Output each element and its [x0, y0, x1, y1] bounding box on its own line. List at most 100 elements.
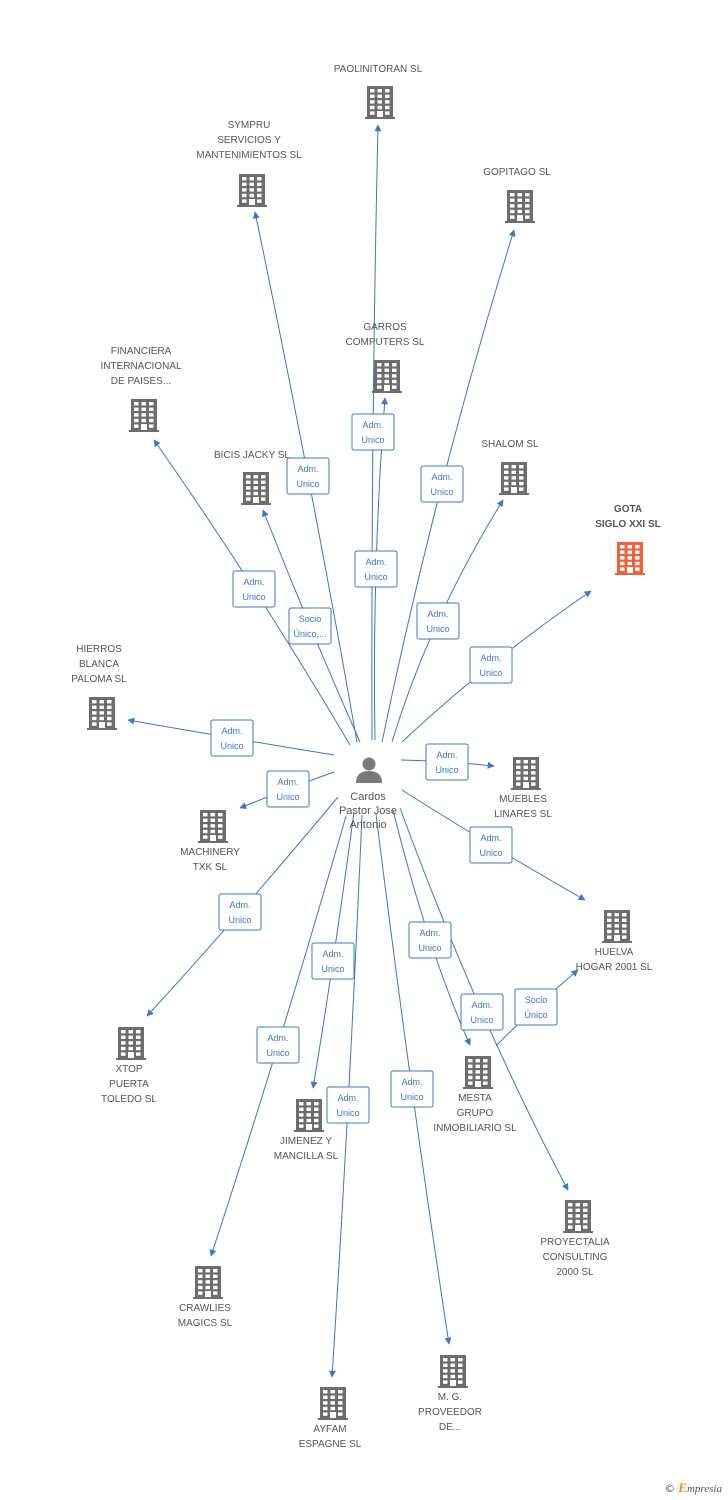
- building-window: [314, 1107, 319, 1111]
- company-node-bicis[interactable]: BICIS JACKY SL: [214, 450, 290, 505]
- building-base: [505, 221, 535, 223]
- building-window: [627, 561, 632, 566]
- edge-label-gopitago[interactable]: Adm.Unico: [420, 465, 464, 503]
- edge-label-text: Unico: [470, 1015, 493, 1025]
- building-window: [299, 1124, 304, 1128]
- building-window: [377, 89, 382, 93]
- edge-label-jimenez[interactable]: Adm.Unico: [311, 942, 355, 980]
- company-name: MANCILLA SL: [274, 1151, 339, 1162]
- company-node-mg[interactable]: M. G.PROVEEDORDE...: [418, 1355, 482, 1433]
- edge-label-ayfam[interactable]: Adm.Unico: [326, 1086, 370, 1124]
- edge-label-garros[interactable]: Adm.Unico: [354, 550, 398, 588]
- company-name: JIMENEZ Y: [280, 1136, 332, 1147]
- building-window: [128, 1041, 133, 1045]
- building-window: [330, 1395, 335, 1399]
- building-window: [210, 824, 215, 828]
- edge-label-crawlies[interactable]: Adm.Unico: [256, 1026, 300, 1064]
- building-window: [99, 711, 104, 715]
- edge-label-muebles[interactable]: Adm.Unico: [425, 743, 469, 781]
- company-node-shalom[interactable]: SHALOM SL: [481, 439, 539, 495]
- building-window: [213, 1280, 218, 1284]
- edge-label-paolinitoran[interactable]: Adm.Unico: [351, 413, 395, 451]
- building-window: [203, 813, 208, 817]
- building-window: [519, 465, 524, 469]
- edge-label-bicis[interactable]: SocioÚnico,...: [288, 607, 332, 645]
- building-window: [468, 1075, 473, 1080]
- edge-label-text: Unico: [430, 487, 453, 497]
- edge-label-financiera[interactable]: Adm.Unico: [232, 570, 276, 608]
- building-window: [149, 407, 154, 411]
- building-window: [257, 193, 262, 198]
- building-icon: [563, 1200, 593, 1233]
- building-window: [330, 1406, 335, 1411]
- edge-label-machinery[interactable]: Adm.Unico: [266, 770, 310, 808]
- building-door: [205, 1291, 211, 1298]
- building-window: [198, 1285, 203, 1290]
- building-window: [99, 705, 104, 709]
- company-name: DE...: [439, 1422, 461, 1433]
- building-window: [377, 368, 382, 372]
- building-window: [92, 700, 97, 704]
- edge-label-gota[interactable]: Adm.Unico: [469, 646, 513, 684]
- building-window: [627, 550, 632, 554]
- company-name: TXK SL: [193, 862, 228, 873]
- building-window: [242, 199, 247, 203]
- building-window: [475, 1064, 480, 1068]
- person-head: [362, 757, 376, 771]
- building-window: [392, 374, 397, 378]
- company-name: PAOLINITORAN SL: [334, 64, 423, 75]
- edge-label-mg[interactable]: Adm.Unico: [390, 1070, 434, 1108]
- building-window: [198, 1269, 203, 1273]
- building-window: [392, 385, 397, 389]
- building-window: [210, 818, 215, 822]
- company-node-gopitago[interactable]: GOPITAGO SL: [483, 167, 551, 223]
- building-window: [458, 1363, 463, 1367]
- edge-label-text: Unico: [296, 479, 319, 489]
- building-window: [107, 700, 112, 704]
- edge-label-mesta[interactable]: Adm.Unico: [408, 921, 452, 959]
- edge-label-shalom[interactable]: Adm.Unico: [416, 602, 460, 640]
- edge-label-huelva[interactable]: Adm.Unico: [469, 826, 513, 864]
- company-node-paolinitoran[interactable]: PAOLINITORAN SL: [334, 64, 423, 119]
- building-window: [242, 193, 247, 198]
- building-window: [141, 418, 146, 423]
- company-name: INTERNACIONAL: [100, 361, 182, 372]
- company-name: AYFAM: [313, 1424, 346, 1435]
- building-window: [253, 486, 258, 490]
- company-name: CRAWLIES: [179, 1303, 231, 1314]
- building-window: [330, 1390, 335, 1394]
- company-node-jimenez[interactable]: JIMENEZ Y MANCILLA SL: [274, 1099, 339, 1162]
- building-window: [475, 1070, 480, 1074]
- building-window: [583, 1225, 588, 1229]
- edge-label-sympru[interactable]: Adm.Unico: [286, 457, 330, 495]
- edges-layer: [127, 124, 592, 1378]
- building-window: [516, 765, 521, 769]
- building-window: [384, 374, 389, 378]
- building-window: [458, 1369, 463, 1373]
- footer-brand[interactable]: ©Empresia: [664, 1480, 722, 1496]
- building-window: [210, 829, 215, 834]
- edge-label-hierros[interactable]: Adm.Unico: [210, 719, 254, 757]
- person-name: Antonio: [349, 819, 386, 831]
- building-window: [218, 824, 223, 828]
- edge-labels-layer: Adm.UnicoAdm.UnicoAdm.UnicoAdm.UnicoAdm.…: [210, 413, 558, 1124]
- edge-label-xtop[interactable]: Adm.Unico: [218, 893, 262, 931]
- edge-label-proyectalia[interactable]: Adm.Unico: [460, 993, 504, 1031]
- building-window: [525, 198, 530, 202]
- building-base: [463, 1087, 493, 1089]
